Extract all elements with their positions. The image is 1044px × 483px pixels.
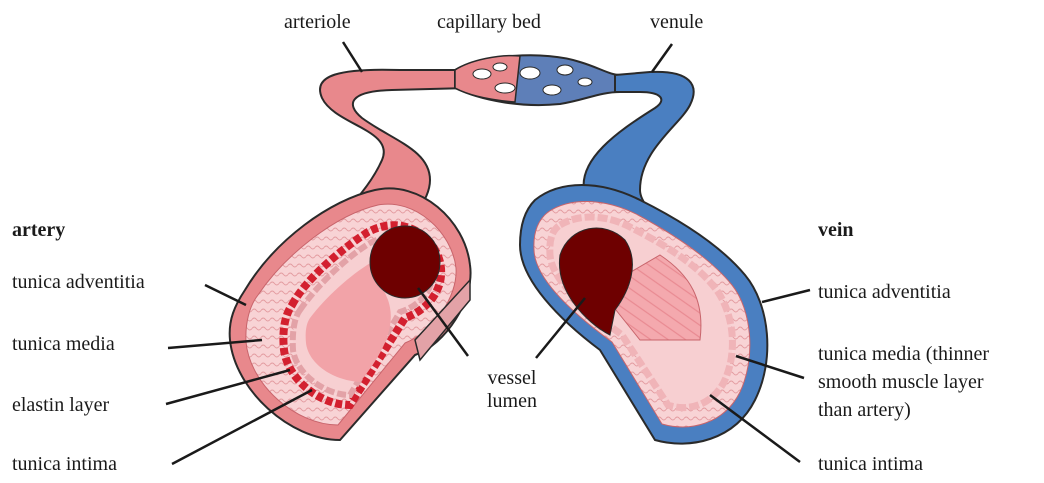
artery-cross-section bbox=[230, 188, 471, 440]
venule-label: venule bbox=[650, 10, 703, 34]
artery-intima-pointer bbox=[172, 390, 312, 464]
capillary-bed bbox=[455, 55, 620, 105]
vein-adventitia-label: tunica adventitia bbox=[818, 280, 951, 304]
arteriole-pointer bbox=[343, 42, 362, 72]
artery-intima-label: tunica intima bbox=[12, 452, 117, 476]
vein-intima-label: tunica intima bbox=[818, 452, 923, 476]
artery-heading: artery bbox=[12, 218, 65, 242]
artery-adventitia-pointer bbox=[205, 285, 246, 305]
artery-media-label: tunica media bbox=[12, 332, 115, 356]
capillary-bed-label: capillary bed bbox=[437, 10, 541, 34]
venule-pointer bbox=[652, 44, 672, 72]
vein-heading: vein bbox=[818, 218, 854, 242]
vessel-lumen-label-line1: vessel bbox=[472, 366, 552, 390]
vein-media-label-line1: tunica media (thinner bbox=[818, 342, 989, 366]
artery-adventitia-label: tunica adventitia bbox=[12, 270, 145, 294]
vein-media-label-line2: smooth muscle layer bbox=[818, 370, 984, 394]
artery-elastin-label: elastin layer bbox=[12, 393, 109, 417]
vein-media-label-line3: than artery) bbox=[818, 398, 911, 422]
vein-cross-section bbox=[520, 185, 767, 444]
vein-adventitia-pointer bbox=[762, 290, 810, 302]
arteriole-label: arteriole bbox=[284, 10, 351, 34]
vessel-lumen-label-line2: lumen bbox=[472, 389, 552, 413]
